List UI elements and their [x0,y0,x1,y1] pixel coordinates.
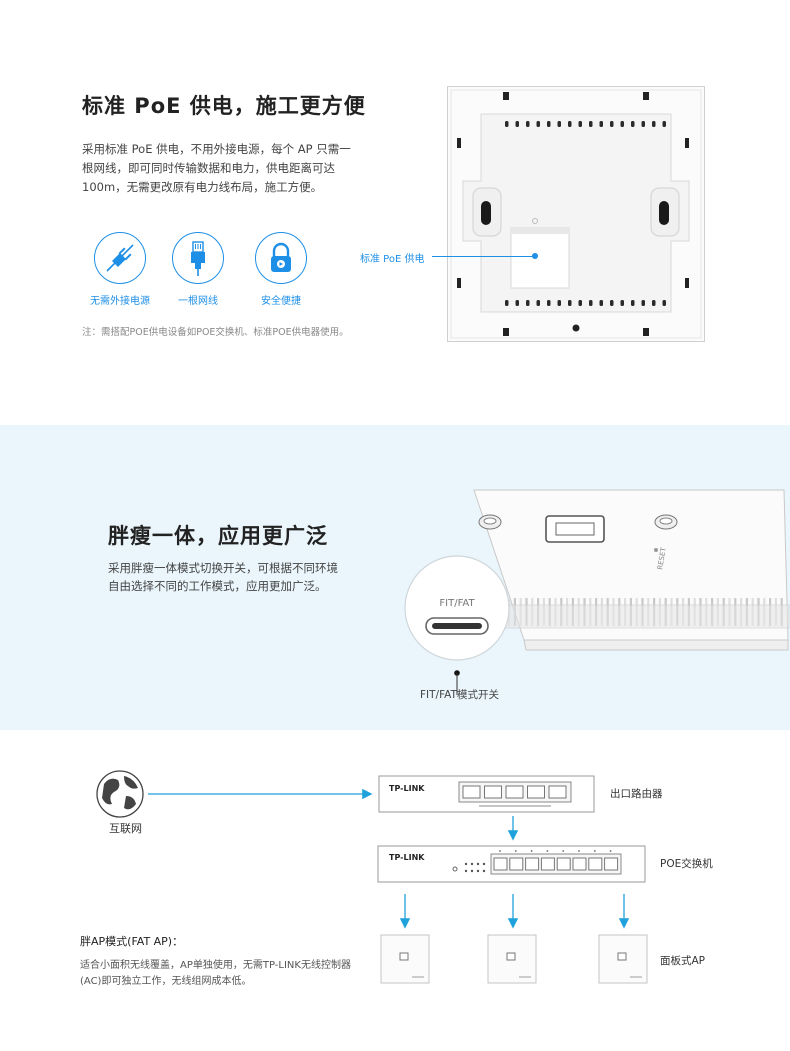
feature-one-cable: 一根网线 [148,232,248,307]
network-diagram: 互联网 TP-LINK 出口路由器 TP-LINK POE交换机 面板式AP [96,770,713,984]
ethernet-cable-icon [172,232,224,284]
poe-note: 注：需搭配POE供电设备如POE交换机、标准POE供电器使用。 [82,327,349,338]
network-diagram-section: 互联网 TP-LINK 出口路由器 TP-LINK POE交换机 面板式AP [0,730,790,1051]
feature-label: 一根网线 [178,296,218,307]
fat-mode-title: 胖AP模式(FAT AP)： [80,935,184,948]
poe-switch-device: TP-LINK [377,845,646,883]
poe-title: 标准 PoE 供电，施工更方便 [82,94,366,118]
switch-label: POE交换机 [660,857,713,870]
callout-dot [532,253,538,259]
fit-fat-switch-label: FIT/FAT [439,598,475,609]
panel-ap-back-image [447,86,705,342]
router-device: TP-LINK [378,775,595,813]
padlock-icon [255,232,307,284]
reset-label: RESET [656,546,668,570]
fit-fat-description: 采用胖瘦一体模式切换开关，可根据不同环境自由选择不同的工作模式，应用更加广泛。 [108,561,338,593]
feature-label: 无需外接电源 [90,296,150,307]
fit-fat-section: 胖瘦一体，应用更广泛 采用胖瘦一体模式切换开关，可根据不同环境自由选择不同的工作… [0,425,790,730]
panel-ap-device [598,934,648,984]
globe-icon [96,770,144,818]
panel-ap-side-image: RESET FIT/FAT [404,489,790,695]
callout-line [432,256,534,257]
fat-mode-description: 适合小面积无线覆盖，AP单独使用，无需TP-LINK无线控制器(AC)即可独立工… [80,960,351,987]
feature-label: 安全便捷 [261,296,301,307]
router-label: 出口路由器 [610,787,663,800]
fit-fat-caption: FIT/FAT模式开关 [420,689,499,701]
poe-section: 标准 PoE 供电，施工更方便 采用标准 PoE 供电，不用外接电源，每个 AP… [0,0,790,425]
switch-brand: TP-LINK [389,853,425,862]
feature-safe: 安全便捷 [231,232,331,307]
poe-callout-label: 标准 PoE 供电 [360,254,425,265]
no-power-plug-icon [94,232,146,284]
panel-ap-device [380,934,430,984]
ap-label: 面板式AP [660,954,705,967]
fit-fat-title: 胖瘦一体，应用更广泛 [108,524,328,548]
feature-no-power: 无需外接电源 [70,232,170,307]
panel-ap-device [487,934,537,984]
router-brand: TP-LINK [389,784,425,793]
poe-description: 采用标准 PoE 供电，不用外接电源，每个 AP 只需一根网线，即可同时传输数据… [82,142,351,194]
internet-label: 互联网 [109,822,142,835]
